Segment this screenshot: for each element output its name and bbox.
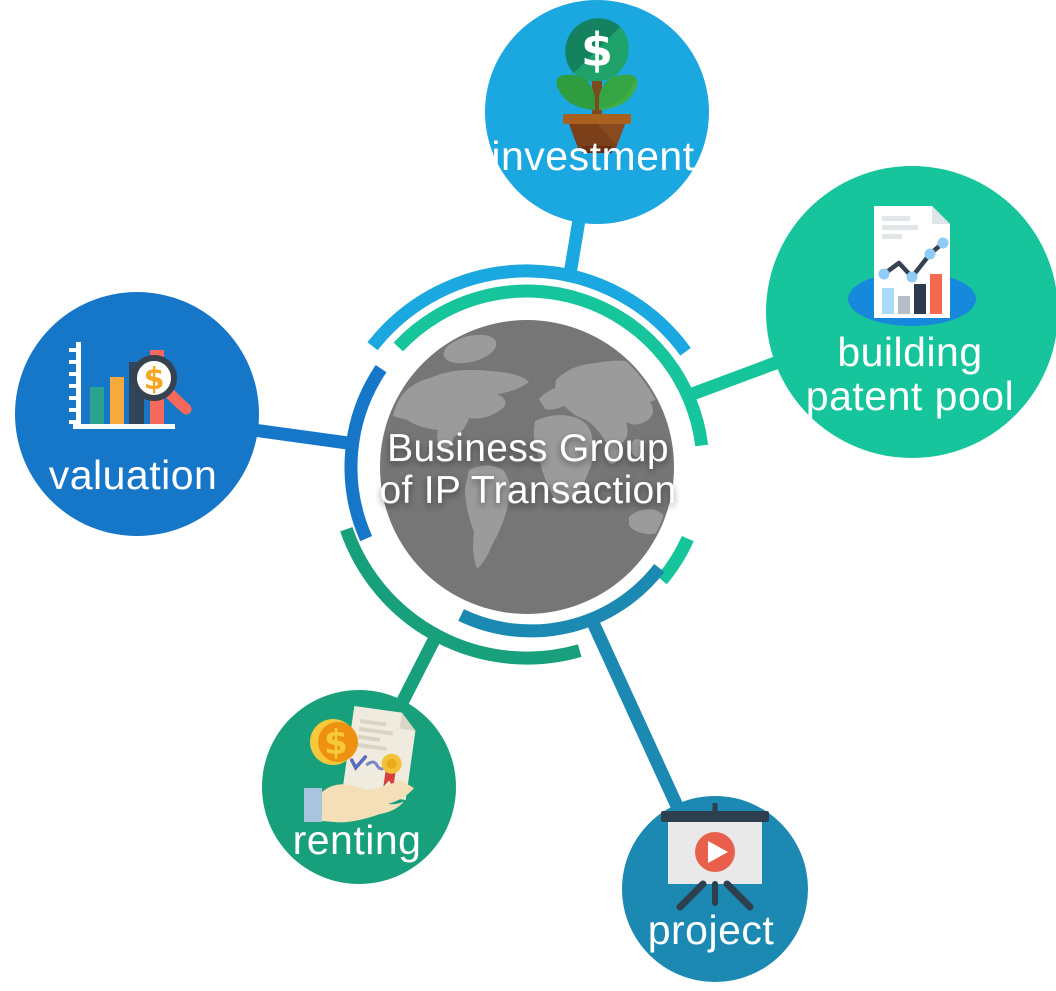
dollar-sign: $ — [581, 23, 613, 77]
bar-lightblue — [882, 288, 894, 314]
magnifier-lens — [131, 355, 177, 401]
bar-chart-magnifier-icon: $ — [69, 342, 192, 429]
document-fold — [932, 206, 950, 224]
presentation-easel-icon — [661, 803, 769, 911]
arc-left-darkblue — [344, 364, 387, 542]
trend-dot — [924, 248, 936, 260]
label-renting: renting — [292, 817, 422, 863]
x-axis — [73, 424, 175, 429]
hub-title: Business Group of IP Transaction — [379, 428, 676, 512]
leaf-left — [556, 74, 595, 110]
y-axis — [76, 342, 81, 428]
arc-right-green-segment — [656, 535, 694, 585]
plant-stem — [592, 81, 602, 119]
play-icon — [708, 841, 728, 863]
easel-top-bar — [661, 811, 769, 822]
axis-ticks — [69, 348, 76, 424]
open-hand — [322, 780, 414, 823]
coin-dark-half — [565, 18, 621, 74]
certificate-lines — [356, 718, 394, 751]
pot-base — [582, 146, 612, 153]
coin-light-half — [573, 26, 629, 82]
label-building-patent-pool-line1: building — [837, 329, 983, 375]
magnifier-handle — [163, 387, 192, 415]
trend-dot — [937, 237, 949, 249]
arc-top-blue — [367, 264, 691, 356]
hub-title-line2: of IP Transaction — [379, 469, 677, 512]
document-chart-icon — [848, 206, 976, 326]
pot-highlight — [597, 124, 625, 145]
easel-legs — [676, 880, 754, 911]
bar-orange — [110, 377, 124, 424]
doc-text-line — [882, 234, 902, 239]
doc-text-line — [882, 216, 910, 221]
hub-ring-arcs — [340, 264, 709, 665]
arc-bottom-teal — [458, 564, 665, 638]
label-building-patent-pool-line2: patent pool — [805, 373, 1015, 419]
arc-bottomleft-green — [340, 527, 582, 665]
bar-gray — [898, 296, 910, 314]
arc-topright-green — [393, 284, 709, 447]
sleeve-cuff — [304, 788, 322, 822]
world-map-icon — [393, 334, 669, 569]
rosette-center — [386, 758, 397, 769]
label-project: project — [647, 907, 775, 953]
bar-red — [930, 274, 942, 314]
label-valuation: valuation — [48, 452, 218, 498]
trend-dot — [906, 271, 918, 283]
leaf-right-shade — [599, 74, 636, 108]
doc-text-line — [882, 225, 918, 230]
bar-navy — [914, 284, 926, 314]
dollar-sign: $ — [144, 362, 165, 397]
dollar-sign: $ — [324, 723, 348, 763]
label-building-patent-pool: building patent pool — [806, 330, 1014, 418]
money-plant-icon: $ — [556, 18, 638, 153]
signature-check — [349, 755, 368, 771]
hand-certificate-coin-icon: $ — [304, 705, 416, 823]
pot-rim — [563, 114, 631, 124]
certificate-fold — [399, 712, 416, 731]
hub-node — [380, 320, 674, 614]
easel-pin — [712, 803, 718, 813]
bar-teal — [90, 387, 104, 424]
trend-dot — [878, 268, 890, 280]
label-investment: investment — [491, 133, 695, 179]
hub-title-line1: Business Group — [387, 427, 669, 470]
coin-face — [318, 722, 358, 762]
